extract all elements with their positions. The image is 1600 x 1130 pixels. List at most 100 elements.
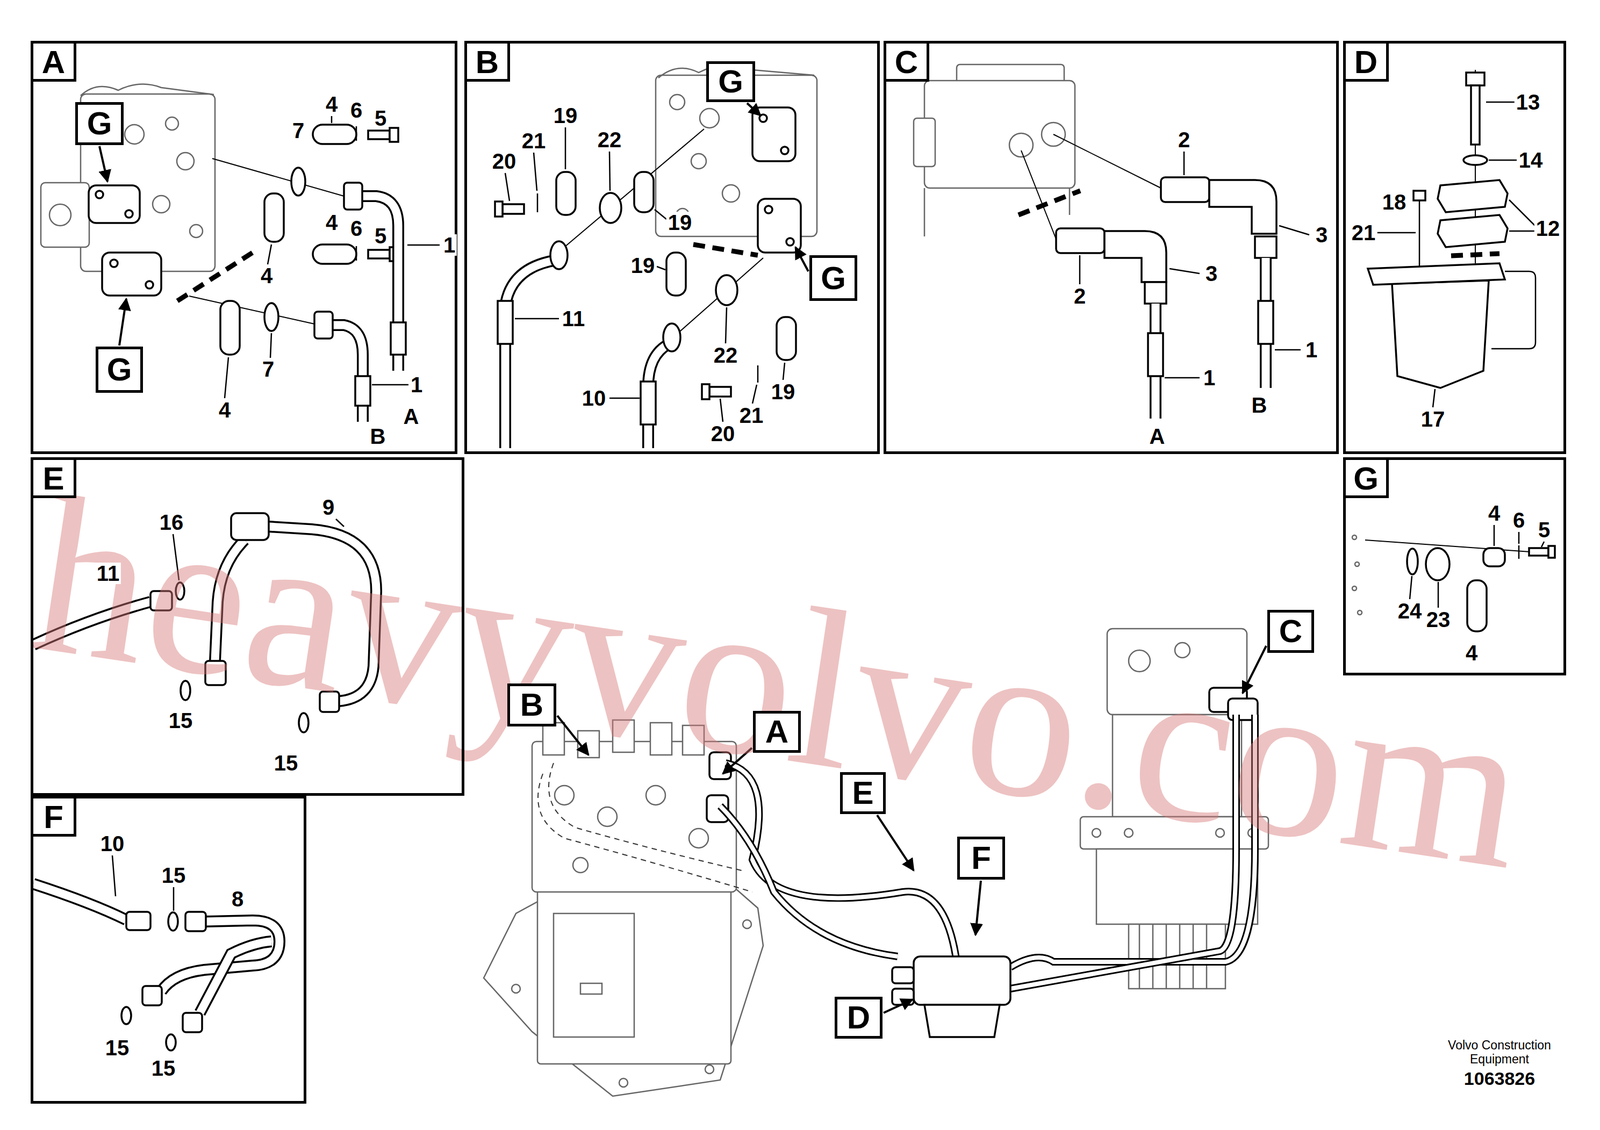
view-panel: G — [1343, 457, 1567, 676]
view-b-art — [752, 107, 796, 162]
callout-number: 7 — [290, 119, 306, 142]
view-f-art — [142, 986, 162, 1006]
view-c-art — [1169, 268, 1200, 274]
view-a-art — [390, 322, 406, 355]
view-b-art — [701, 384, 710, 400]
callout-box: B — [507, 683, 557, 727]
view-a-art — [355, 246, 358, 261]
callout-number: 18 — [1380, 191, 1409, 213]
view-c-art — [1104, 231, 1167, 283]
view-a-art — [177, 252, 253, 301]
view-b-art — [757, 198, 801, 253]
view-d-art — [1392, 280, 1489, 389]
callout-number: 3 — [1314, 224, 1330, 246]
view-g-art — [1467, 580, 1487, 632]
callout-number: 13 — [1514, 91, 1542, 113]
main-view-art — [553, 913, 635, 1038]
callout-box: G — [75, 102, 124, 146]
view-g-art — [1409, 576, 1412, 600]
view-a-art — [267, 244, 272, 265]
callout-number: 20 — [709, 422, 737, 445]
view-b-art — [786, 238, 794, 246]
view-d-art — [1488, 159, 1517, 162]
callout-number: 1 — [441, 234, 457, 256]
callout-number: 23 — [1424, 608, 1453, 631]
view-panel: C — [883, 40, 1339, 455]
callout-box: F — [957, 836, 1006, 880]
main-view-art — [975, 880, 981, 936]
callout-number: 2 — [1072, 285, 1088, 307]
callout-number: 1 — [1201, 367, 1217, 389]
view-a-art — [189, 296, 318, 325]
main-view-art — [705, 1065, 714, 1074]
view-a-art — [95, 190, 104, 199]
view-f-art — [166, 1034, 176, 1051]
view-a-art — [355, 126, 358, 141]
view-c-art — [1144, 282, 1167, 304]
view-c-art — [1183, 151, 1186, 176]
view-b-art — [497, 300, 513, 344]
view-a-art — [368, 130, 390, 140]
view-b-art — [536, 193, 539, 213]
callout-number: B — [1250, 394, 1269, 416]
callout-number: 2 — [1176, 128, 1192, 151]
view-a-art — [224, 357, 229, 399]
view-g-art — [1437, 582, 1440, 608]
view-a-art — [389, 127, 399, 142]
callout-number: 4 — [1464, 642, 1480, 664]
main-view-art — [913, 956, 1011, 1006]
view-b-art — [494, 201, 503, 217]
view-d-art — [1486, 101, 1515, 104]
view-b-art — [669, 94, 685, 110]
main-view-art — [483, 870, 764, 1097]
view-a-art — [407, 244, 440, 247]
view-d-art — [1418, 200, 1421, 267]
view-c-art — [1021, 150, 1057, 240]
main-view-art — [580, 983, 602, 995]
view-c-art — [1053, 134, 1161, 189]
view-d-art — [1375, 232, 1416, 234]
view-a-art — [314, 311, 333, 339]
callout-letter: F — [971, 842, 992, 875]
callout-number: 10 — [98, 833, 127, 855]
view-a-art — [102, 252, 162, 296]
view-c-art — [1279, 225, 1310, 235]
view-b-art — [693, 244, 758, 256]
view-f-art — [173, 887, 175, 911]
view-a-art — [368, 249, 390, 259]
view-a-art — [291, 167, 306, 196]
view-b-art — [752, 384, 757, 404]
main-view-art — [720, 806, 898, 957]
callout-number: A — [1148, 425, 1167, 448]
view-a-art — [40, 182, 90, 248]
main-view-art — [537, 773, 753, 893]
callout-box: G — [809, 255, 858, 301]
main-view-art — [572, 857, 588, 873]
view-c-art — [1160, 177, 1210, 203]
view-b-art — [505, 173, 510, 202]
view-b-art — [514, 318, 559, 320]
view-d-art — [1463, 155, 1488, 165]
callout-number: A — [402, 405, 421, 428]
callout-number: 19 — [551, 104, 580, 127]
view-b-art — [609, 151, 611, 191]
view-c-art — [1258, 300, 1274, 344]
callout-number: 4 — [324, 211, 340, 234]
view-b-art — [564, 127, 567, 170]
footer-caption: Volvo Construction Equipment — [1433, 1038, 1566, 1067]
view-b-art — [783, 362, 785, 380]
callout-number: 15 — [167, 709, 195, 732]
callout-letter: G — [87, 107, 113, 140]
view-g-art — [1352, 586, 1357, 591]
view-b-art — [656, 266, 666, 270]
callout-number: B — [368, 425, 388, 448]
callout-number: 4 — [1486, 502, 1502, 525]
view-g-art — [1365, 540, 1554, 554]
view-c-art — [1018, 190, 1081, 215]
view-a-art — [80, 84, 214, 96]
view-d-art — [1367, 69, 1536, 408]
callout-letter: G — [718, 65, 744, 98]
view-g-art — [1483, 548, 1505, 567]
callout-number: 4 — [259, 264, 275, 287]
view-letter: E — [33, 460, 77, 499]
